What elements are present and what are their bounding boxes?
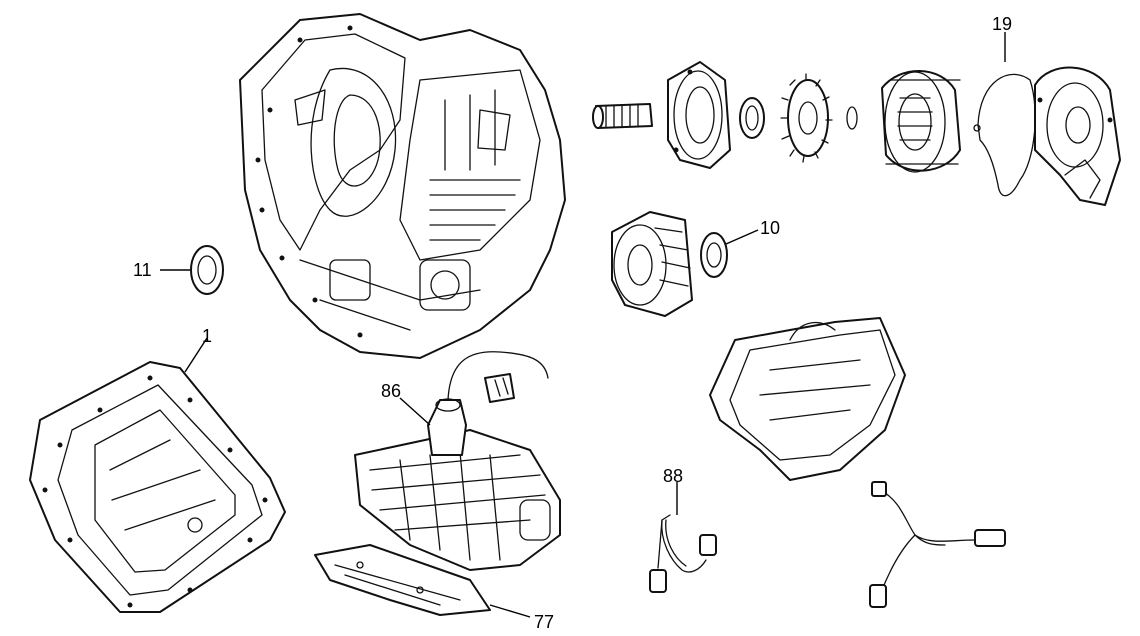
snap-ring — [846, 106, 858, 130]
planetary-carrier — [611, 211, 693, 317]
wiring-harness-y — [869, 481, 1006, 608]
wiring-harness-88 — [649, 514, 717, 593]
gasket-loop — [973, 73, 1036, 197]
oil-strainer — [709, 317, 906, 481]
callout-19: 19 — [992, 14, 1012, 34]
seal-10 — [700, 232, 728, 278]
callout-1: 1 — [202, 326, 212, 346]
callout-10: 10 — [760, 218, 780, 238]
seal-11 — [190, 245, 224, 295]
seal-ring — [739, 97, 765, 139]
callout-11: 11 — [133, 260, 152, 280]
clutch-drum — [881, 70, 961, 173]
converter-housing — [1034, 66, 1121, 206]
callout-88: 88 — [663, 466, 683, 486]
leader-lines — [160, 32, 1006, 618]
callout-86: 86 — [381, 381, 401, 401]
gear — [780, 73, 833, 163]
transmission-case — [239, 13, 566, 359]
input-shaft — [592, 103, 653, 129]
valve-body — [354, 351, 561, 571]
oil-pan — [29, 361, 286, 613]
oil-pump-housing — [667, 61, 731, 169]
separator-plate — [314, 544, 491, 616]
callout-77: 77 — [534, 612, 554, 632]
